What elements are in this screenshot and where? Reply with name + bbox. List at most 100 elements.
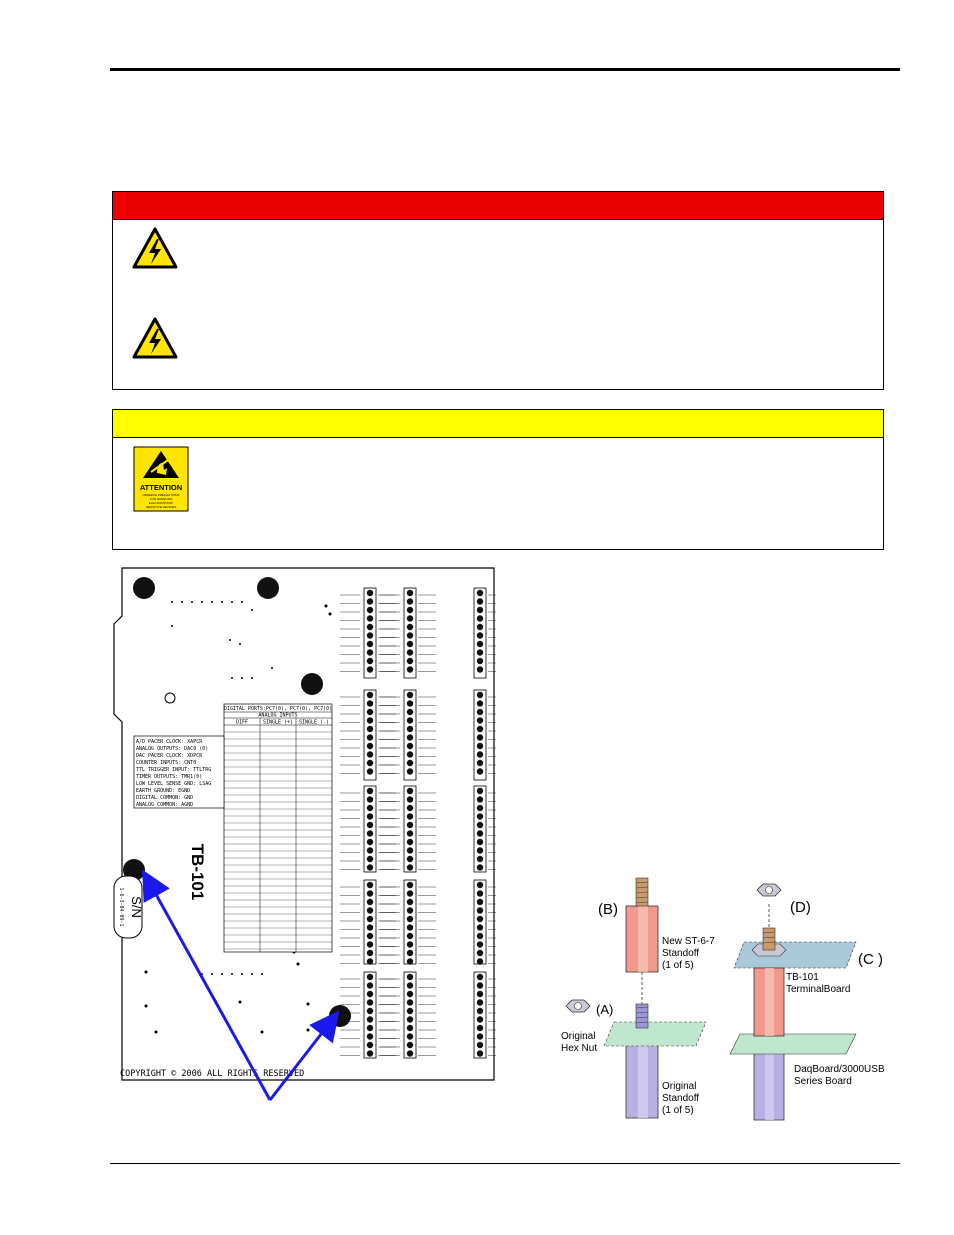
terminal-screw [476,990,484,998]
analog-input-table: DIGITAL PORTS:PC7(0), PC7(0), PC7(0) ANA… [223,703,333,953]
terminal-screw [406,1024,414,1032]
terminal-screw [406,623,414,631]
terminal-screw [406,734,414,741]
terminal-screw [406,915,414,923]
terminal-screw [366,615,374,622]
terminal-screw [406,700,414,707]
terminal-screw [406,768,414,775]
terminal-screw [406,1007,414,1015]
terminal-screw [476,855,484,863]
tb101-label: TerminalBoard [786,984,850,995]
legend-line: TTL TRIGGER INPUT: TTLTRG [136,767,211,773]
terminal-screw [476,1016,484,1023]
terminal-screw [366,734,374,741]
terminal-screw [406,898,414,906]
terminal-screw [406,890,414,897]
terminal-screw [366,1024,374,1032]
terminal-screw [366,1050,374,1057]
new-standoff-label: Standoff [662,948,699,959]
terminal-screw [476,1007,484,1015]
terminal-screw [476,999,484,1006]
terminal-screw [366,796,374,803]
terminal-screw [406,598,414,605]
terminal-screw [406,907,414,914]
col-header: SINGLE (-) [299,720,329,726]
arrow-to-hole-left [142,869,272,1101]
standoff-installation-figure: (A) Original Hex Nut (B) New ST-6-7 Stan… [561,877,885,1121]
terminal-screw [366,838,374,846]
serial-number: 1-6-3-04-09-1 [118,887,124,926]
terminal-screw [406,838,414,846]
original-standoff-label: Original [662,1081,696,1092]
terminal-screw [476,632,484,639]
terminal-screw [406,847,414,854]
terminal-screw [406,999,414,1006]
tb101-board-diagram: DIGITAL PORTS:PC7(0), PC7(0), PC7(0) ANA… [113,567,496,1081]
table-subheader: ANALOG INPUTS [258,713,297,719]
terminal-screw [406,881,414,889]
terminal-screw [406,787,414,795]
terminal-screw [366,821,374,829]
caution-bar [113,410,883,438]
terminal-screw [476,932,484,940]
terminal-screw [476,915,484,923]
terminal-screw [366,941,374,948]
terminal-screw [366,1041,374,1049]
terminal-screw [406,864,414,871]
attention-line: OBSERVE PRECAUTIONS [143,493,180,497]
terminal-screw [476,838,484,846]
terminal-screw [476,973,484,981]
terminal-screw [366,657,374,665]
col-header: SINGLE (+) [263,720,293,726]
terminal-screw [366,982,374,989]
table-header: DIGITAL PORTS:PC7(0), PC7(0), PC7(0) [224,706,332,712]
terminal-screw [406,649,414,656]
terminal-screw [406,973,414,981]
warning-bar [113,192,883,220]
hex-nut-d [756,883,782,897]
terminal-screw [476,813,484,820]
terminal-screw [366,708,374,716]
terminal-screw [476,657,484,665]
new-standoff-label: New ST-6-7 [662,936,715,947]
terminal-screw [406,657,414,665]
terminal-screw [476,898,484,906]
terminal-screw [406,796,414,803]
terminal-screw [476,691,484,699]
label-b: (B) [598,901,618,918]
terminal-screw [476,821,484,829]
terminal-screw [406,742,414,750]
terminal-screw [366,589,374,597]
mounting-hole [301,673,323,695]
terminal-screw [406,1050,414,1057]
tb101-plate [733,941,857,969]
hex-nut-a [565,999,591,1013]
terminal-screw [366,915,374,923]
terminal-screw [406,813,414,820]
terminal-screw [476,864,484,871]
terminal-screw [476,907,484,914]
terminal-screw [406,1016,414,1023]
terminal-screw [366,623,374,631]
caution-box [112,409,884,550]
label-a: (A) [596,1002,613,1017]
terminal-screw [366,999,374,1006]
terminal-screw [366,768,374,775]
terminal-screw [406,751,414,758]
terminal-screw [366,606,374,614]
hex-nut-label: Original [561,1031,595,1042]
mounting-hole-empty [164,692,176,704]
terminal-screw [476,717,484,724]
terminal-screw [476,598,484,605]
new-standoff-label: (1 of 5) [662,960,694,971]
signal-legend: A/D PACER CLOCK: XAPCR ANALOG OUTPUTS: D… [133,735,225,809]
attention-line: ELECTROSTATIC [149,501,174,505]
terminal-screw [406,949,414,957]
terminal-screw [366,907,374,914]
terminal-screw [406,830,414,837]
legend-line: COUNTER INPUTS: CNT0 [136,760,196,766]
terminal-screw [406,717,414,724]
terminal-screw [366,932,374,940]
terminal-screw [476,623,484,631]
terminal-screw [476,606,484,614]
